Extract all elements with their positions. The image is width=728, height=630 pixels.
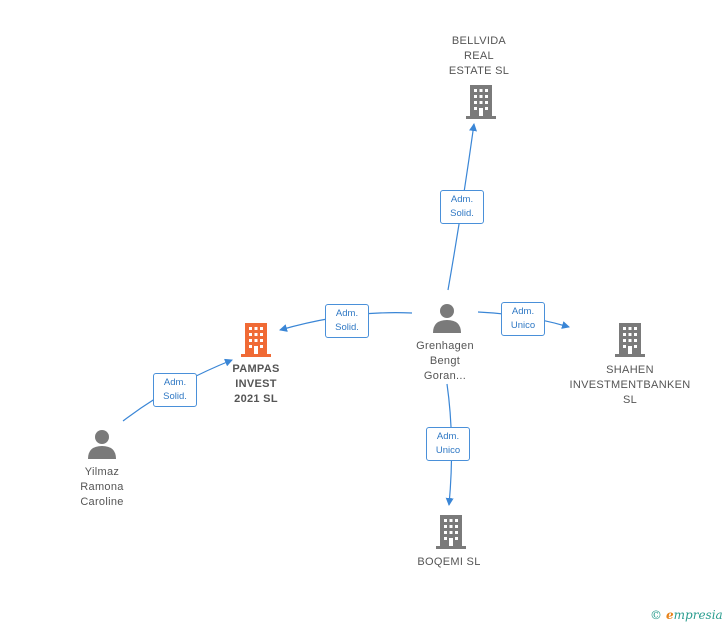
- edge-label-grenhagen-shahen[interactable]: Adm. Unico: [501, 302, 545, 336]
- node-label-shahen[interactable]: SHAHEN INVESTMENTBANKEN SL: [560, 363, 700, 408]
- edge-role-line: Adm.: [450, 194, 474, 205]
- copyright-symbol: ©: [650, 608, 662, 622]
- edge-role-line: Solid.: [335, 322, 359, 333]
- node-label-bellvida[interactable]: BELLVIDA REAL ESTATE SL: [429, 34, 529, 79]
- node-name-line: 2021 SL: [234, 393, 278, 405]
- brand-logo-initial: e: [666, 608, 674, 622]
- edge-label-grenhagen-bellvida[interactable]: Adm. Solid.: [440, 190, 484, 224]
- edge-label-grenhagen-boqemi[interactable]: Adm. Unico: [426, 427, 470, 461]
- node-name-line: Ramona: [80, 481, 124, 493]
- edge-label-yilmaz-pampas[interactable]: Adm. Solid.: [153, 373, 197, 407]
- person-icon: [433, 304, 461, 333]
- building-icon-highlighted: [241, 323, 271, 357]
- edge-role-line: Adm.: [511, 306, 535, 317]
- node-label-grenhagen[interactable]: Grenhagen Bengt Goran...: [395, 339, 495, 384]
- node-label-pampas[interactable]: PAMPAS INVEST 2021 SL: [206, 362, 306, 407]
- node-name-line: Goran...: [423, 370, 467, 382]
- node-name-line: Caroline: [80, 496, 124, 508]
- node-name-line: Grenhagen: [416, 340, 474, 352]
- node-name-line: SL: [622, 394, 638, 406]
- node-name-line: INVEST: [235, 378, 277, 390]
- node-name-line: BOQEMI SL: [417, 556, 481, 568]
- node-name-line: Bengt: [429, 355, 461, 367]
- building-icon: [436, 515, 466, 549]
- edge-role-line: Unico: [510, 320, 536, 331]
- node-name-line: ESTATE SL: [448, 65, 510, 77]
- person-icon: [88, 430, 116, 459]
- edge-role-line: Solid.: [450, 208, 474, 219]
- node-name-line: BELLVIDA: [451, 35, 507, 47]
- brand-footer: © empresia: [650, 608, 723, 622]
- node-name-line: REAL: [464, 50, 494, 62]
- edge-role-line: Adm.: [436, 431, 460, 442]
- node-name-line: INVESTMENTBANKEN: [569, 379, 691, 391]
- building-icon: [615, 323, 645, 357]
- edge-label-grenhagen-pampas[interactable]: Adm. Solid.: [325, 304, 369, 338]
- node-name-line: SHAHEN: [606, 364, 654, 376]
- building-icon: [466, 85, 496, 119]
- edge-role-line: Adm.: [335, 308, 359, 319]
- edge-role-line: Unico: [435, 445, 461, 456]
- node-label-yilmaz[interactable]: Yilmaz Ramona Caroline: [52, 465, 152, 510]
- edge-role-line: Adm.: [163, 377, 187, 388]
- node-name-line: Yilmaz: [84, 466, 120, 478]
- node-name-line: PAMPAS: [232, 363, 280, 375]
- edge-role-line: Solid.: [163, 391, 187, 402]
- node-label-boqemi[interactable]: BOQEMI SL: [399, 555, 499, 570]
- brand-logo-text: mpresia: [673, 608, 723, 622]
